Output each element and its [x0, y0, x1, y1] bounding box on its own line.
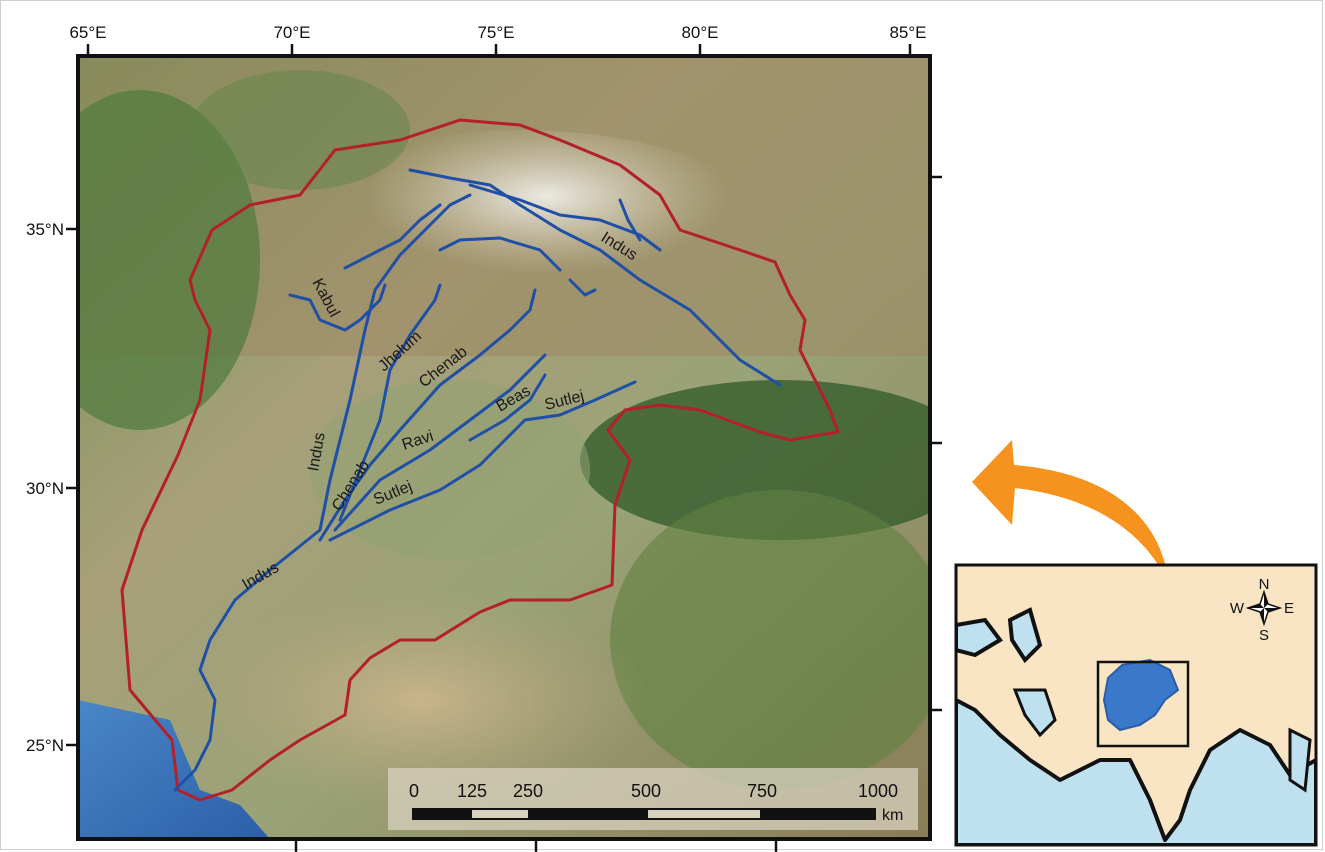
- beas-river: [468, 373, 547, 442]
- scale-tick-125: 125: [457, 781, 487, 801]
- sutlej-river: [328, 380, 637, 542]
- scale-tick-250: 250: [513, 781, 543, 801]
- compass-s: S: [1259, 627, 1269, 644]
- jhelum-river: [338, 283, 442, 522]
- river-network: [173, 168, 782, 792]
- scale-bar: 0 125 250 500 750 1000 km: [388, 768, 918, 830]
- lat-label-30: 30°N: [26, 479, 64, 498]
- inset-extent-box: [1096, 660, 1190, 748]
- inset-map: N S E W: [954, 563, 1318, 847]
- locator-arrow: [972, 440, 1185, 665]
- scale-unit: km: [882, 807, 903, 824]
- scale-tick-0: 0: [409, 781, 419, 801]
- compass-w: W: [1230, 600, 1245, 617]
- latitude-ticks: [66, 175, 942, 747]
- upper-tributaries: [343, 203, 597, 297]
- ravi-river: [333, 353, 547, 532]
- scale-tick-500: 500: [631, 781, 661, 801]
- compass-n: N: [1259, 576, 1270, 593]
- lon-label-65: 65°E: [69, 23, 106, 42]
- lat-label-25: 25°N: [26, 736, 64, 755]
- longitude-ticks: [86, 44, 912, 852]
- compass-rose: N S E W: [1230, 576, 1294, 644]
- satellite-background: [78, 56, 930, 839]
- lon-label-75: 75°E: [477, 23, 514, 42]
- compass-e: E: [1284, 600, 1294, 617]
- indus-river: [173, 168, 782, 792]
- kabul-river: [288, 283, 387, 332]
- inset-border: [954, 563, 1318, 847]
- scale-tick-1000: 1000: [858, 781, 898, 801]
- lat-label-35: 35°N: [26, 220, 64, 239]
- basin-boundary: [120, 118, 840, 802]
- chenab-river: [318, 288, 537, 542]
- scale-tick-750: 750: [747, 781, 777, 801]
- river-label-indus-mid: Indus: [305, 431, 329, 472]
- lon-label-85: 85°E: [889, 23, 926, 42]
- lon-label-80: 80°E: [681, 23, 718, 42]
- indus-tributary-north: [468, 183, 662, 252]
- lon-label-70: 70°E: [273, 23, 310, 42]
- map-border: [76, 54, 932, 841]
